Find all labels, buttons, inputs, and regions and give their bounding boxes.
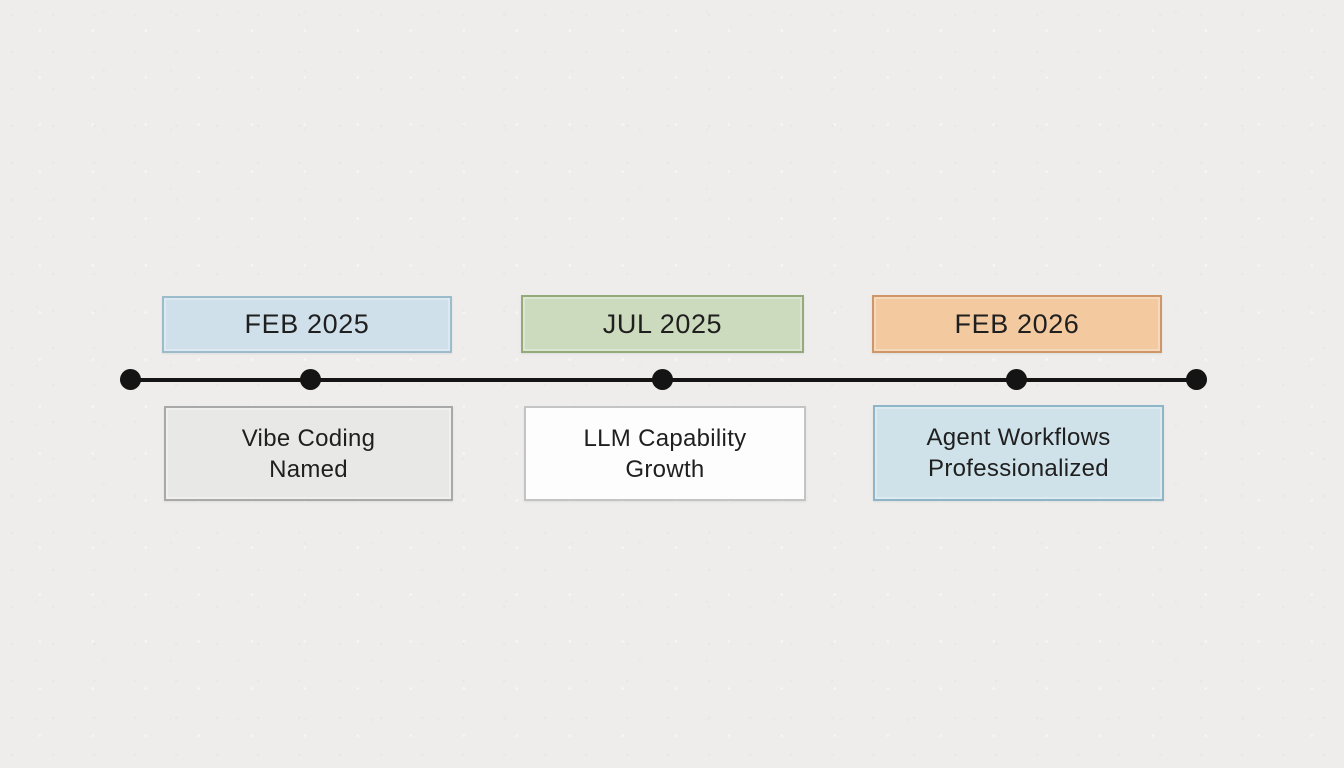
event-date-label: JUL 2025 bbox=[602, 308, 723, 339]
event-label-line: LLM Capability bbox=[583, 424, 747, 452]
event-label-line: Agent Workflows bbox=[926, 424, 1111, 451]
event-label-box-agent-workflows: Agent Workflows Professionalized bbox=[873, 405, 1164, 501]
event-label-line: Vibe Coding bbox=[241, 424, 376, 452]
timeline-dot-end bbox=[1186, 369, 1207, 390]
timeline-dot-feb-2025 bbox=[300, 369, 321, 390]
event-label-line: Named bbox=[269, 455, 348, 483]
event-label-line: Professionalized bbox=[928, 455, 1109, 482]
event-date-box-feb-2026: FEB 2026 bbox=[872, 295, 1162, 353]
event-date-box-feb-2025: FEB 2025 bbox=[162, 296, 452, 353]
event-date-box-jul-2025: JUL 2025 bbox=[521, 295, 804, 353]
event-label-box-llm-capability: LLM Capability Growth bbox=[524, 406, 806, 501]
timeline-dot-jul-2025 bbox=[652, 369, 673, 390]
event-label-line: Growth bbox=[625, 455, 705, 483]
timeline-dot-feb-2026 bbox=[1006, 369, 1027, 390]
event-label-box-vibe-coding: Vibe Coding Named bbox=[164, 406, 453, 501]
event-date-label: FEB 2025 bbox=[244, 309, 370, 339]
event-date-label: FEB 2026 bbox=[954, 308, 1080, 339]
timeline-dot-start bbox=[120, 369, 141, 390]
